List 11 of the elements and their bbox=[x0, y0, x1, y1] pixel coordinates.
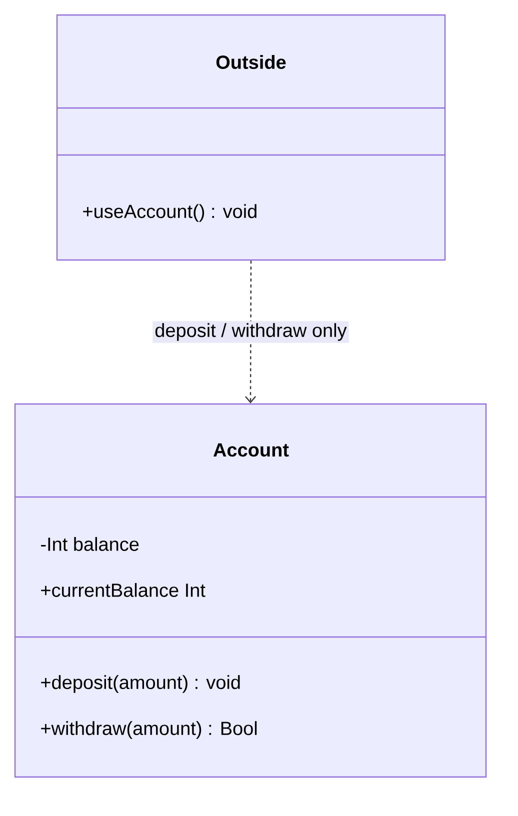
method-text: +withdraw(amount) : Bool bbox=[41, 721, 257, 739]
class-box bbox=[14, 403, 487, 778]
attribute-text: -Int balance bbox=[41, 537, 139, 551]
method-text: +useAccount() : void bbox=[83, 204, 256, 222]
class-name: Account bbox=[213, 443, 289, 457]
attribute-text: +currentBalance Int bbox=[41, 583, 206, 597]
edge-label: deposit / withdraw only bbox=[155, 323, 347, 341]
method-text: +deposit(amount) : void bbox=[41, 675, 240, 693]
class-name: Outside bbox=[216, 55, 286, 69]
class-box bbox=[56, 14, 446, 261]
arrow bbox=[245, 260, 256, 404]
